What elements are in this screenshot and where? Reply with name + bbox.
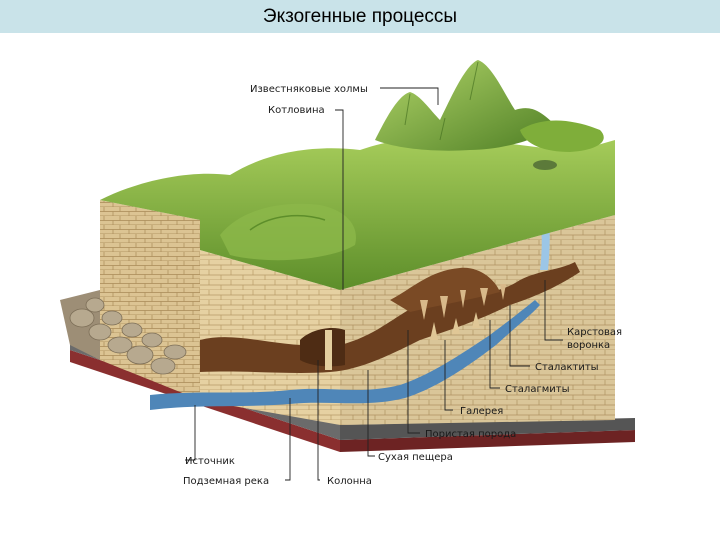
label-underground-river: Подземная река — [183, 476, 269, 487]
label-basin: Котловина — [268, 105, 325, 116]
label-stalagmites: Сталагмиты — [505, 384, 569, 395]
grass-surface — [100, 138, 615, 290]
label-column: Колонна — [327, 476, 372, 487]
label-spring: Источник — [185, 456, 235, 467]
label-dry-cave: Сухая пещера — [378, 452, 453, 463]
label-karst-funnel-1: Карстовая — [567, 327, 622, 338]
label-limestone-hills: Известняковые холмы — [250, 84, 368, 95]
cliff-face — [60, 200, 200, 400]
karst-funnel — [533, 160, 557, 170]
label-karst-funnel-2: воронка — [567, 340, 610, 351]
label-stalactites: Сталактиты — [535, 362, 599, 373]
limestone-hills — [375, 60, 604, 152]
label-gallery: Галерея — [460, 406, 503, 417]
cave-system — [200, 262, 580, 373]
title-bar: Экзогенные процессы — [0, 0, 720, 33]
slide-title: Экзогенные процессы — [262, 5, 458, 27]
karst-diagram: Известняковые холмы Котловина Карстовая … — [60, 60, 635, 487]
label-porous-rock: Пористая порода — [425, 429, 516, 440]
leader-lines — [185, 87, 563, 481]
